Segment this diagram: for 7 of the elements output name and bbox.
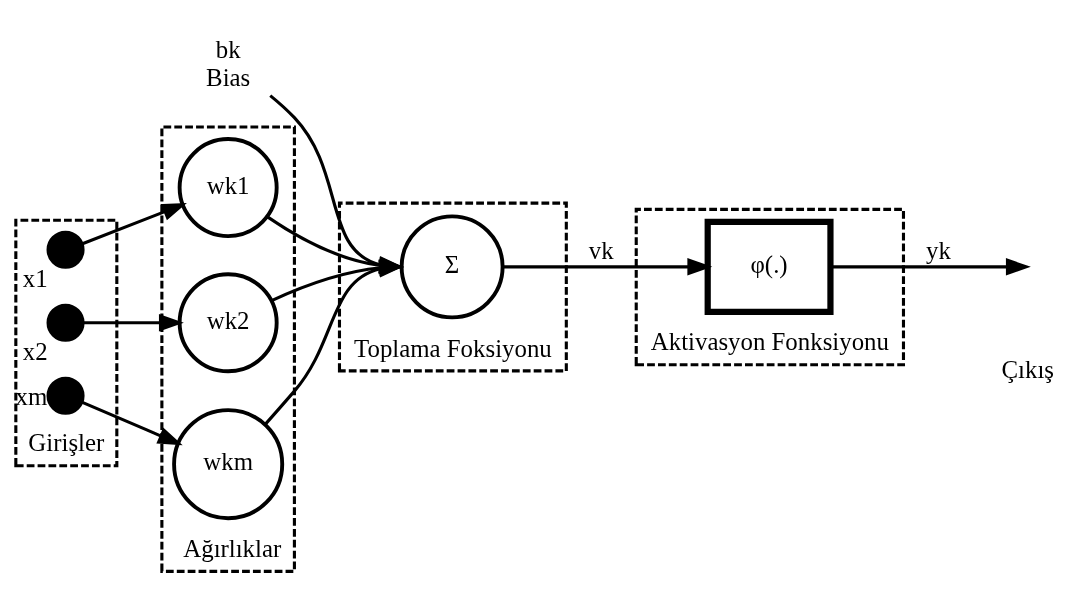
node-label: x1: [22, 264, 48, 292]
edge-label: yk: [926, 236, 951, 264]
node-label: x2: [22, 337, 48, 365]
node-label: xm: [15, 382, 48, 410]
edge-label: vk: [588, 236, 614, 264]
node-text: bk Bias: [206, 35, 251, 91]
label: Çıkış: [1001, 355, 1054, 383]
